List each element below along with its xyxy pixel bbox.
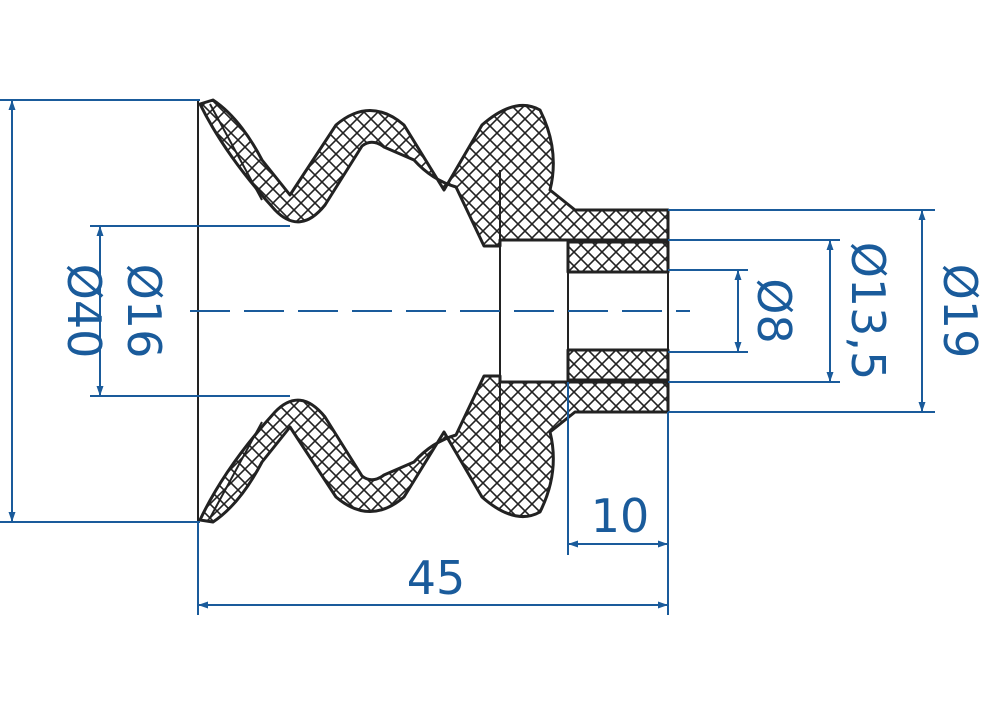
part-section — [197, 98, 670, 524]
lower-neck-insert — [566, 348, 670, 382]
dim-neck-diameter: Ø19 — [933, 264, 987, 359]
upper-bellows-wall — [198, 98, 670, 248]
lower-bellows-wall — [198, 374, 670, 524]
dimension-lines — [0, 99, 935, 615]
dim-total-length: 45 — [407, 551, 466, 605]
dim-bore-diameter: Ø16 — [117, 264, 171, 359]
dim-outer-diameter: Ø40 — [57, 264, 111, 359]
dim-inner-hole: Ø8 — [747, 278, 801, 343]
upper-neck-insert — [566, 240, 670, 274]
dim-mid-diameter: Ø13,5 — [841, 242, 895, 381]
dim-neck-length: 10 — [591, 489, 650, 543]
